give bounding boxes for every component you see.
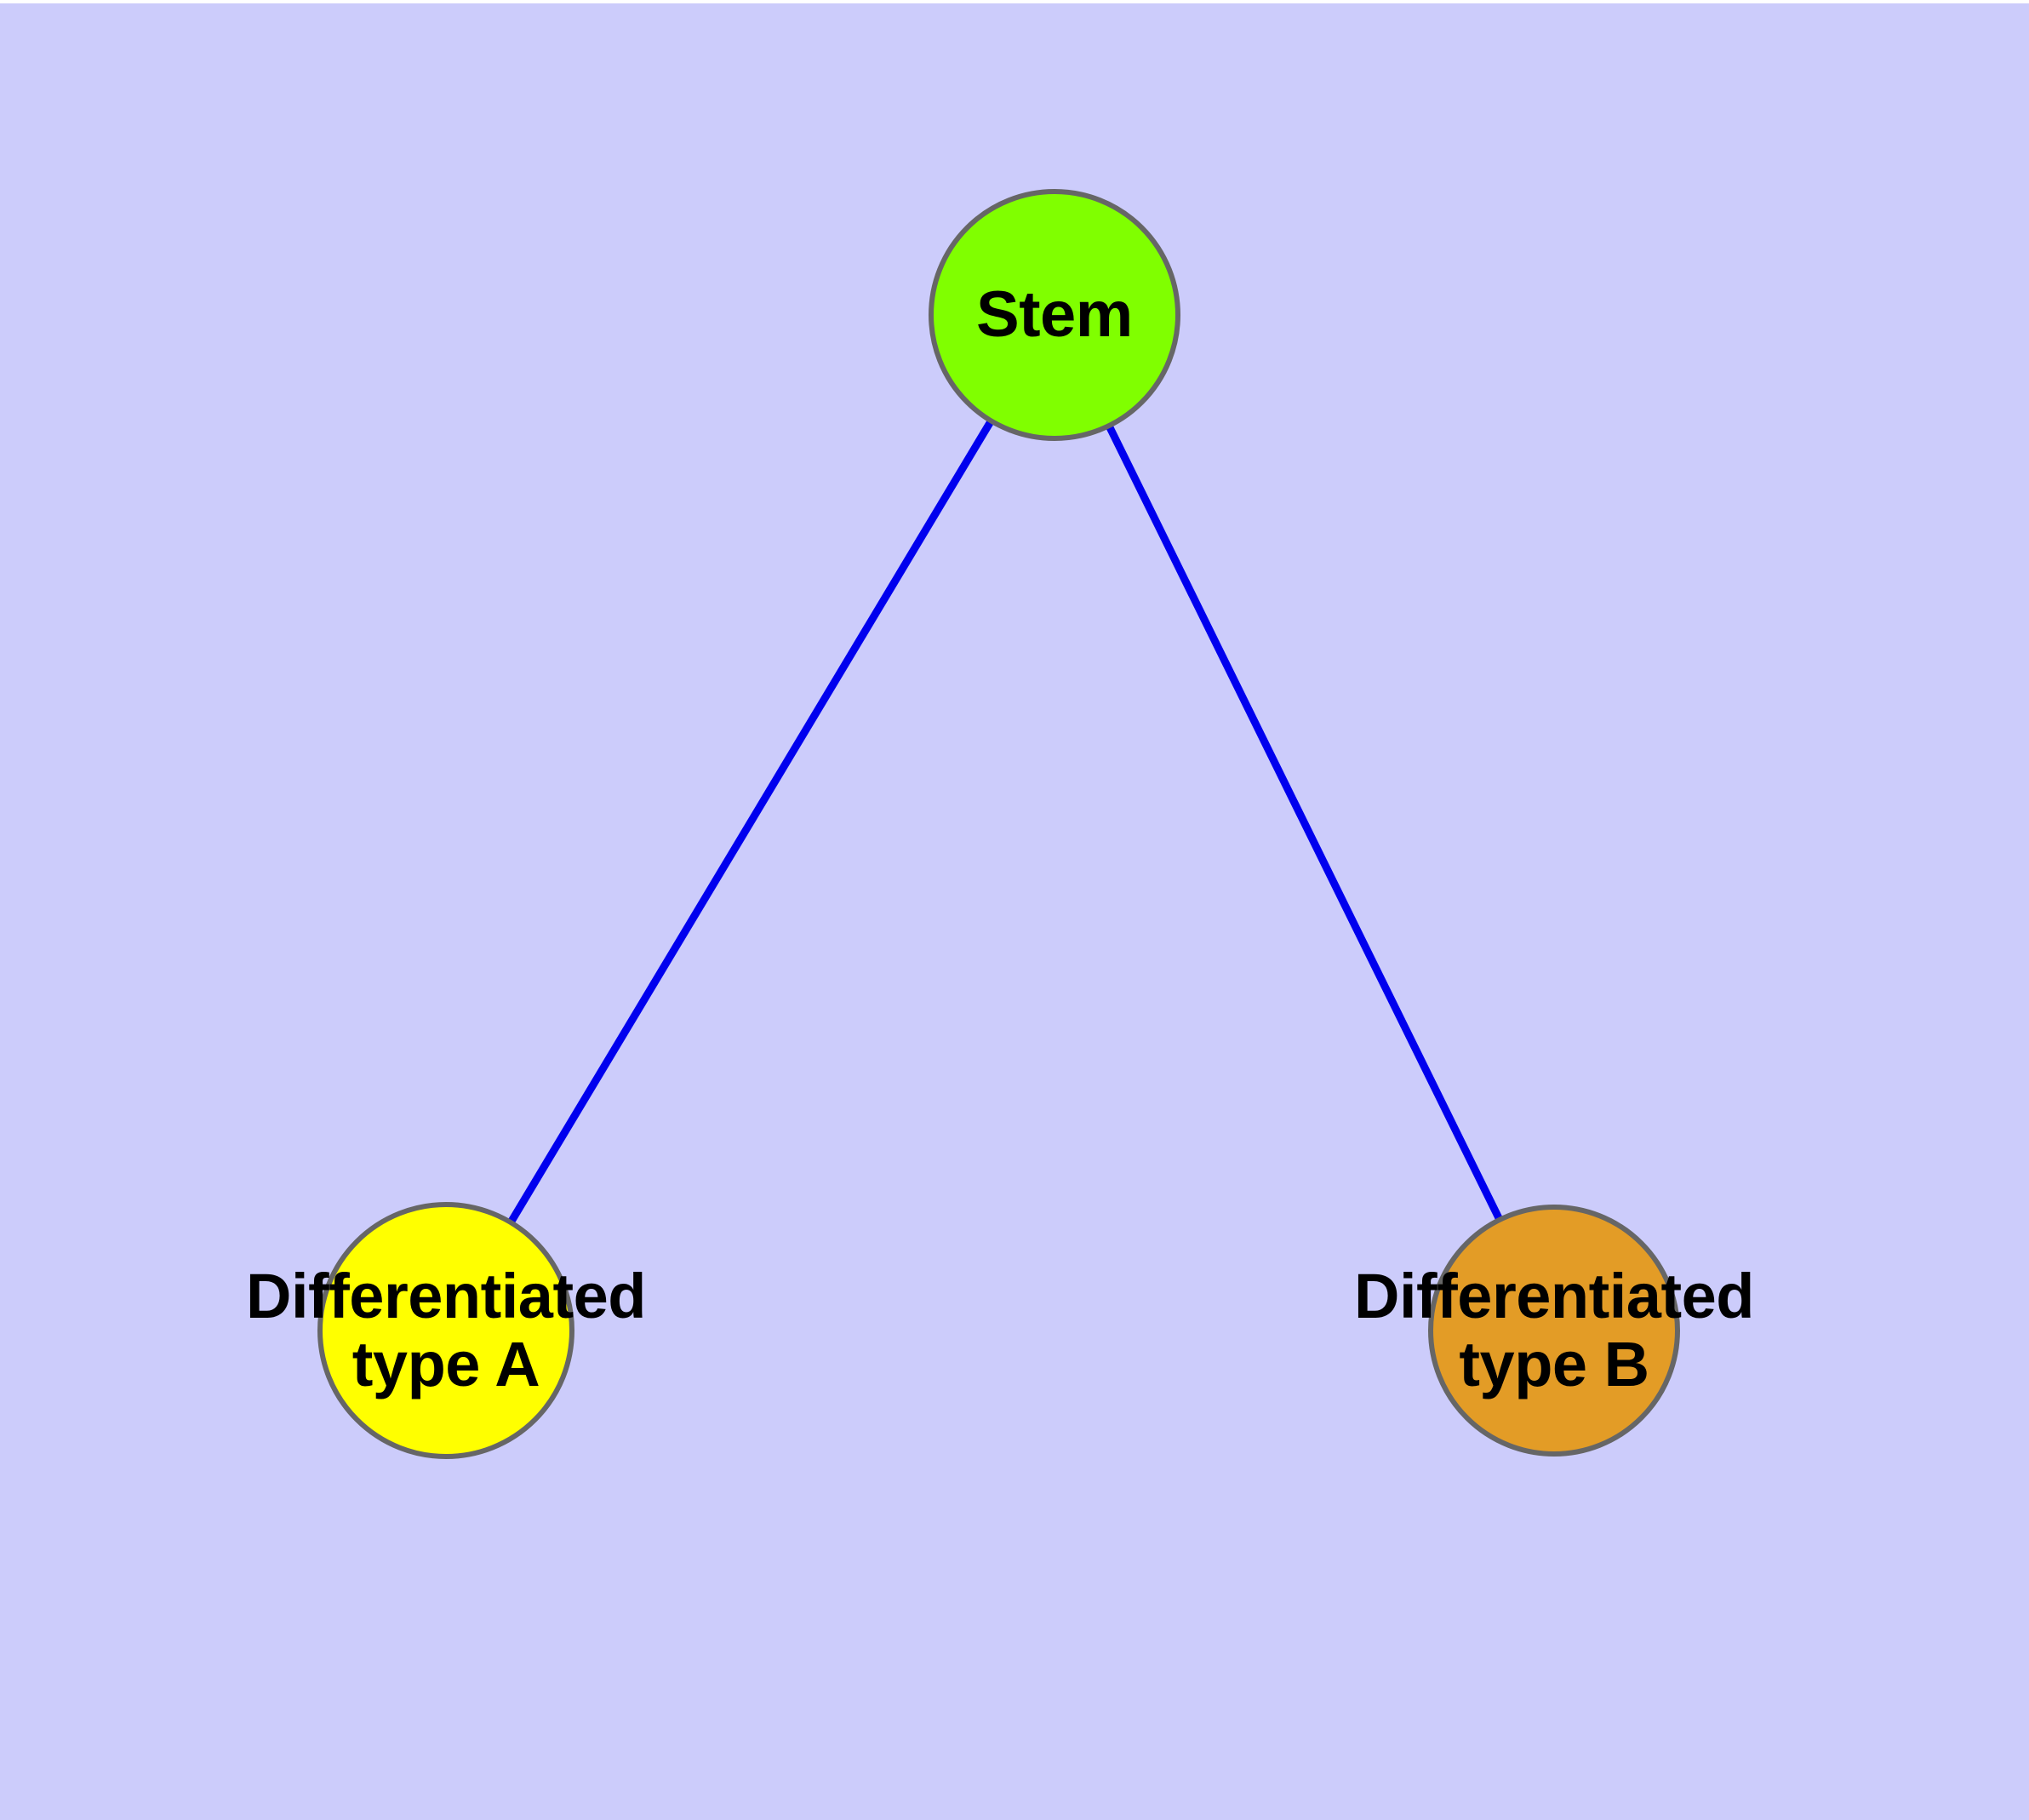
graph-edge-stem-to-diff-a: [506, 418, 995, 1226]
graph-node-stem[interactable]: [929, 189, 1180, 441]
graph-node-diff-b[interactable]: [1428, 1205, 1680, 1457]
graph-node-diff-a[interactable]: [317, 1202, 574, 1459]
edge-layer: [506, 418, 1504, 1226]
graph-svg: [317, 189, 1680, 1459]
graph-edge-stem-to-diff-b: [1105, 423, 1504, 1222]
node-layer: [317, 189, 1680, 1459]
